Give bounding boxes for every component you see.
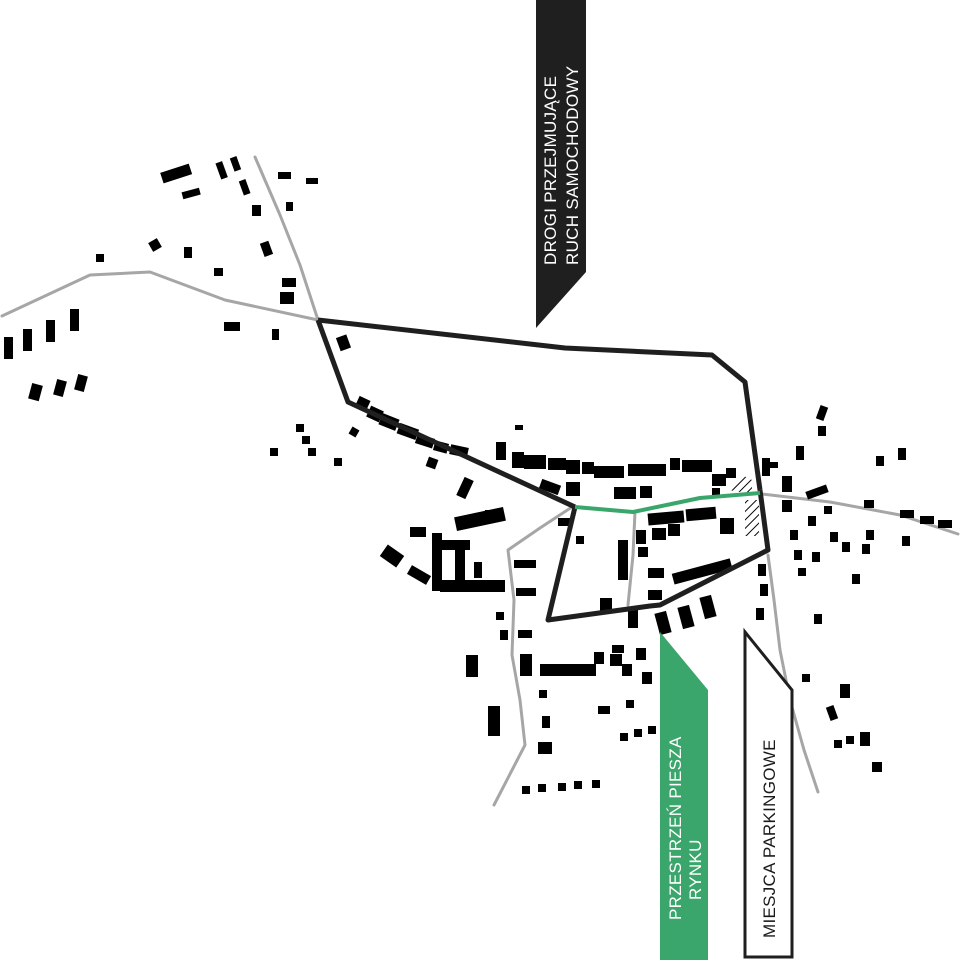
buildings xyxy=(4,156,952,794)
parking-callout: MIESJCA PARKINGOWE xyxy=(743,627,794,959)
west-loop-road xyxy=(315,319,577,510)
main-roads xyxy=(315,317,771,623)
market-ring-road xyxy=(545,489,771,623)
car-roads-label-line2: RUCH SAMOCHODOWY xyxy=(563,66,582,265)
north-road xyxy=(253,155,320,322)
pedestrian-label-line2: RYNKU xyxy=(686,839,705,900)
southwest-road xyxy=(492,505,574,807)
secondary-roads xyxy=(0,155,960,807)
east-road xyxy=(760,492,960,536)
market-inner-road xyxy=(626,510,637,607)
parking-hatch xyxy=(728,476,759,536)
pedestrian-street xyxy=(574,491,761,514)
car-roads-callout: DROGI PRZEJMUJĄCE RUCH SAMOCHODOWY xyxy=(536,0,586,328)
pedestrian-callout: PRZESTRZEŃ PIESZA RYNKU xyxy=(660,632,708,960)
car-roads-label-line1: DROGI PRZEJMUJĄCE xyxy=(541,76,560,265)
north-loop-road xyxy=(317,317,763,491)
pedestrian-label-line1: PRZESTRZEŃ PIESZA xyxy=(666,736,685,920)
west-road xyxy=(0,270,320,322)
southeast-road xyxy=(766,553,820,794)
parking-label: MIESJCA PARKINGOWE xyxy=(760,739,779,938)
